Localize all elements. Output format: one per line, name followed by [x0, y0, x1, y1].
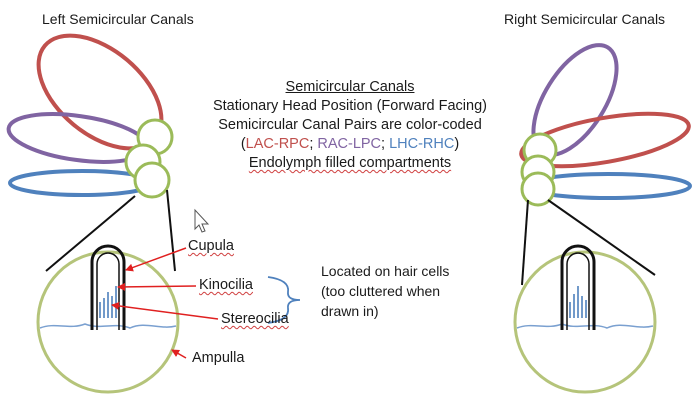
note-line2: (too cluttered when	[321, 283, 441, 299]
close-paren: )	[454, 136, 460, 152]
right-cupula	[560, 244, 596, 330]
left-ampulla-low	[133, 161, 171, 199]
pair-lac-rpc: LAC-RPC	[245, 136, 310, 152]
right-cupula-inner	[566, 252, 590, 330]
center-line4: Endolymph filled compartments	[248, 155, 452, 171]
left-hair-cell-layer	[39, 323, 177, 329]
separator-2: ;	[381, 136, 390, 152]
note-line1: Located on hair cells	[321, 263, 450, 279]
right-canals-title: Right Semicircular Canals	[504, 11, 666, 27]
right-zoom-line-left	[521, 199, 529, 286]
center-line2: Semicircular Canal Pairs are color-coded	[218, 117, 482, 133]
left-zoom-line-right	[166, 189, 176, 272]
left-cupula-inner	[96, 252, 120, 330]
note-line3: drawn in)	[321, 303, 379, 319]
separator-1: ;	[309, 136, 318, 152]
left-cupula	[90, 244, 126, 330]
hair-cell-note: Located on hair cells (too cluttered whe…	[321, 261, 449, 321]
right-zoom-line-right	[547, 199, 656, 276]
center-heading: Semicircular Canals	[285, 79, 415, 95]
right-hair-cell-layer	[516, 323, 654, 329]
arrow-kinocilia	[117, 282, 197, 291]
label-kinocilia: Kinocilia	[199, 277, 253, 293]
left-ampulla-zoom	[36, 244, 180, 394]
left-canals-title: Left Semicircular Canals	[42, 11, 194, 27]
label-ampulla: Ampulla	[192, 350, 245, 366]
label-stereocilia: Stereocilia	[221, 311, 289, 327]
open-paren: (	[240, 136, 246, 152]
blue-bracket	[267, 276, 301, 324]
right-red-canal	[519, 111, 691, 169]
arrow-stereocilia	[111, 301, 219, 320]
label-cupula: Cupula	[188, 238, 234, 254]
mouse-cursor-icon	[194, 208, 210, 233]
center-line1: Stationary Head Position (Forward Facing…	[212, 98, 487, 114]
arrow-ampulla	[171, 349, 187, 359]
pair-lhc-rhc: LHC-RHC	[389, 136, 455, 152]
left-zoom-line-left	[45, 195, 136, 272]
center-pairs: (LAC-RPC; RAC-LPC; LHC-RHC)	[170, 135, 530, 154]
right-ampulla-circle	[513, 250, 657, 394]
right-ampulla-zoom	[513, 244, 657, 394]
right-cilia	[569, 286, 587, 318]
arrow-cupula	[125, 247, 187, 272]
pair-rac-lpc: RAC-LPC	[317, 136, 382, 152]
right-canals	[519, 43, 692, 207]
right-ampulla-low	[520, 171, 556, 207]
left-ampulla-circle	[36, 250, 180, 394]
left-canals	[6, 33, 174, 199]
center-description: Semicircular Canals Stationary Head Posi…	[170, 78, 530, 173]
